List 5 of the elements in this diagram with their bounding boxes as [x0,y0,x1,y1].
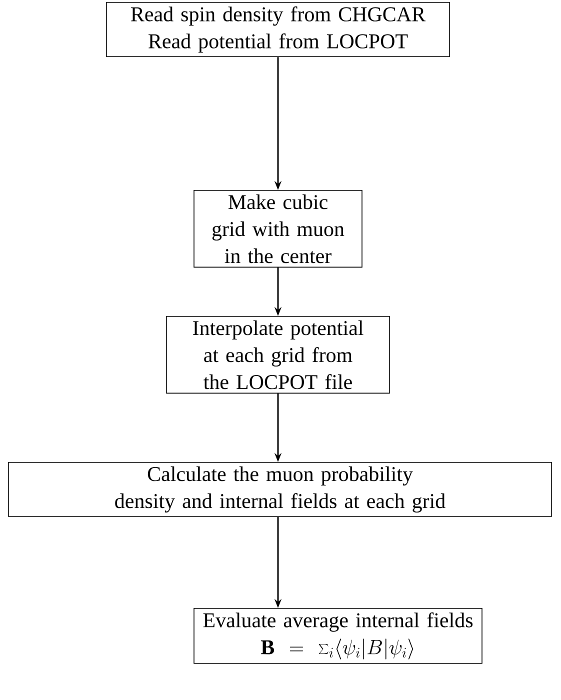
process-box: Interpolate potential at each grid from the LOCPOT file [166,316,390,394]
process-box: Read spin density from CHGCAR Read potential from LOCPOT [106,2,450,58]
process-box: Evaluate average internal fields $\mathbf{B} = \sum_i \langle \psi_i | B | \psi_i \rangle$ [194,608,482,664]
process-box: Calculate the muon probability density and internal fields at each grid [8,462,552,517]
process-box: Make cubic grid with muon in the center [194,190,362,268]
